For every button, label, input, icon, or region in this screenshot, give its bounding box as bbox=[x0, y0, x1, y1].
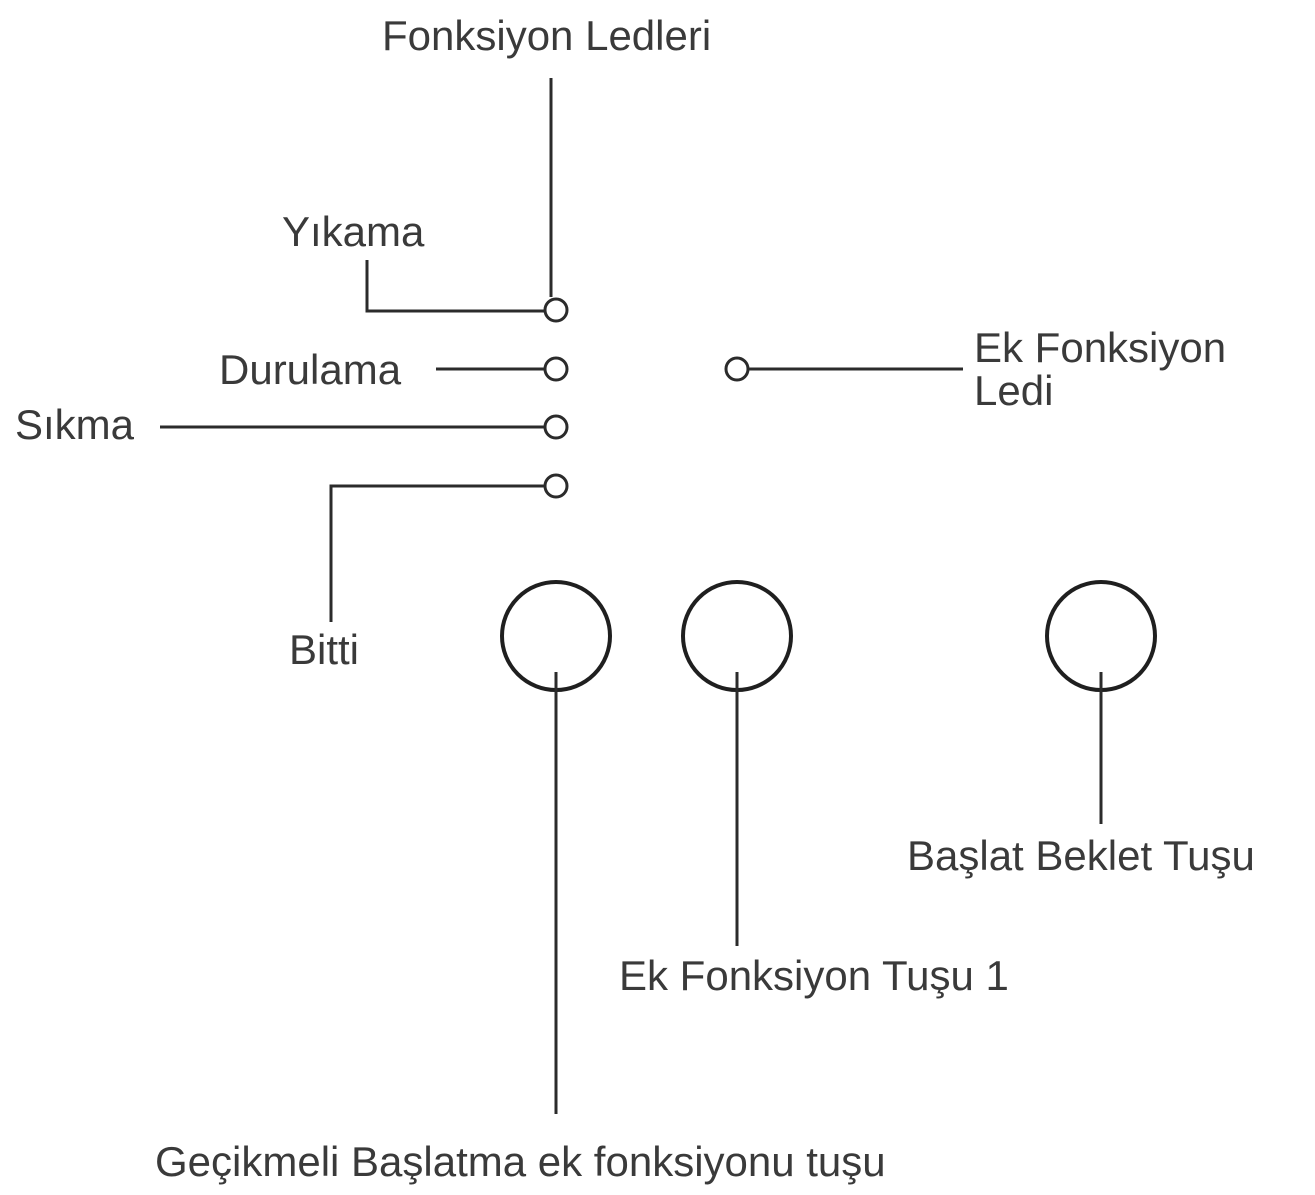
extra-function-led-label: Ek Fonksiyon Ledi bbox=[974, 324, 1238, 414]
spin-led bbox=[543, 414, 569, 440]
extra-function-key-1-label: Ek Fonksiyon Tuşu 1 bbox=[619, 952, 1009, 999]
delayed-start-key-label: Geçikmeli Başlatma ek fonksiyonu tuşu bbox=[155, 1138, 886, 1185]
wash-led bbox=[543, 297, 569, 323]
wash-leader bbox=[365, 260, 544, 313]
extra-function-led-label-line1: Ek Fonksiyon bbox=[974, 324, 1226, 371]
function-leds-label: Fonksiyon Ledleri bbox=[382, 12, 711, 59]
rinse-led bbox=[543, 356, 569, 382]
extra-function-led bbox=[724, 356, 750, 382]
done-label: Bitti bbox=[289, 626, 359, 673]
done-leader bbox=[329, 484, 544, 622]
start-pause-key-label: Başlat Beklet Tuşu bbox=[907, 832, 1255, 879]
done-led bbox=[543, 473, 569, 499]
spin-label: Sıkma bbox=[15, 401, 135, 448]
extra-function-led-label-line2: Ledi bbox=[974, 367, 1053, 414]
rinse-label: Durulama bbox=[219, 346, 402, 393]
wash-label: Yıkama bbox=[282, 208, 425, 255]
